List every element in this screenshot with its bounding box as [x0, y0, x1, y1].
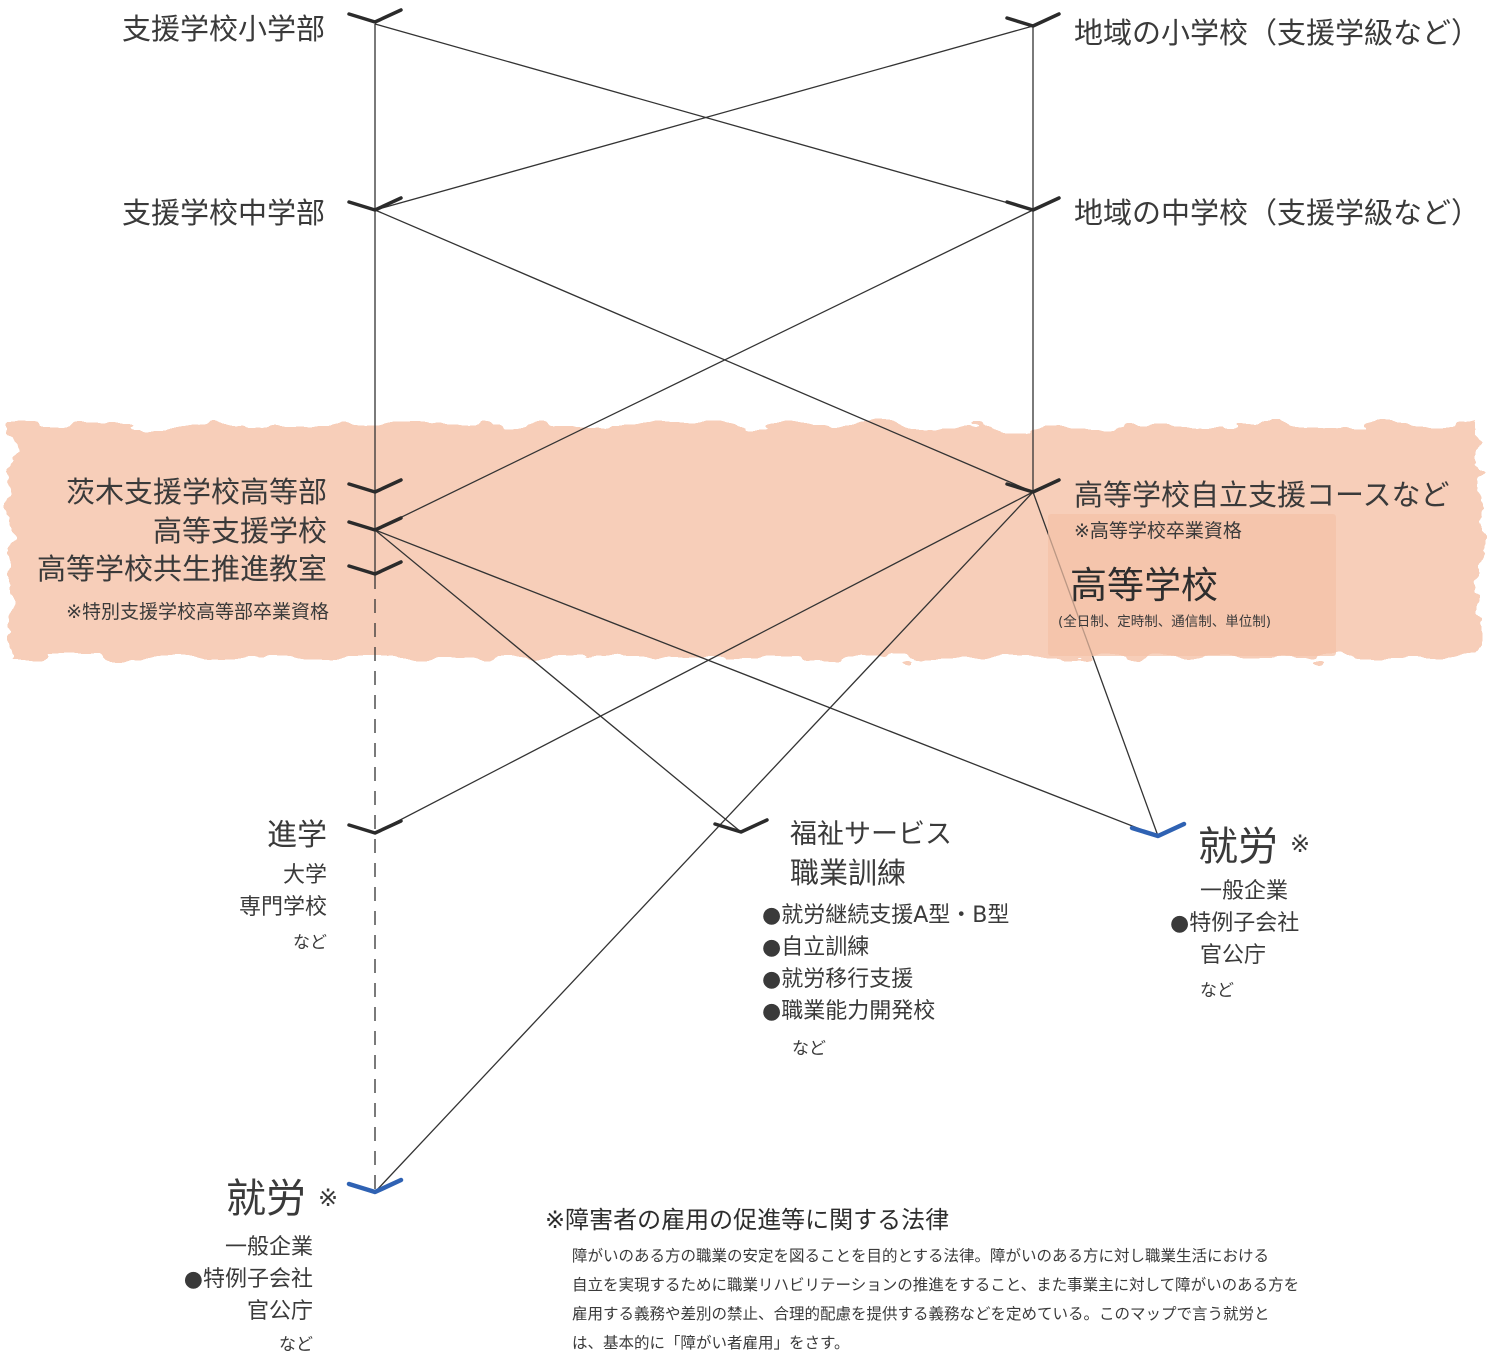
label-shien-shogakubu: 支援学校小学部: [121, 12, 325, 46]
left-high-note: ※特別支援学校高等部卒業資格: [66, 601, 329, 623]
node-chevron: [1005, 12, 1061, 28]
node-chevron: [347, 819, 403, 835]
footnote-line: 自立を実現するために職業リハビリテーションの推進をすること、また事業主に対して障…: [572, 1276, 1300, 1294]
node-chevron: [1005, 196, 1061, 212]
footnote-line: 障がいのある方の職業の安定を図ることを目的とする法律。障がいのある方に対し職業生…: [572, 1247, 1270, 1265]
dest-shuro-right-title: 就労: [1198, 824, 1278, 870]
koko-title: 高等学校: [1070, 564, 1218, 607]
dest-fukushi-title: 福祉サービス: [790, 819, 952, 850]
shuro-bottom-item: 官公庁: [246, 1299, 313, 1324]
shuro-right-item: 特例子会社: [1170, 908, 1299, 940]
fukushi-etc: など: [792, 1039, 826, 1059]
shuro-bottom-item: 一般企業: [224, 1235, 313, 1260]
node-chevron: [347, 478, 403, 494]
shingaku-item: 専門学校: [238, 895, 327, 920]
shingaku-item: など: [293, 933, 327, 953]
node-chevron-blue: [346, 1177, 404, 1195]
label-shien-chugakubu: 支援学校中学部: [121, 196, 325, 230]
right-high-note: ※高等学校卒業資格: [1074, 520, 1242, 542]
shuro-right-item: 一般企業: [1200, 879, 1289, 904]
connector-line: [374, 209, 1034, 531]
fukushi-item: 就労移行支援: [762, 964, 913, 996]
footnote-line: は、基本的に「障がい者雇用」をさす。: [572, 1334, 850, 1352]
fukushi-item: 自立訓練: [762, 932, 869, 964]
fukushi-item: 就労継続支援A型・B型: [762, 900, 1009, 932]
node-chevron: [347, 196, 403, 212]
fukushi-item: 職業能力開発校: [762, 996, 935, 1028]
dest-shingaku-title: 進学: [267, 818, 327, 853]
node-chevron: [347, 516, 403, 532]
connector-line: [374, 529, 1159, 837]
connector-line: [374, 25, 1034, 211]
connector-line: [374, 529, 742, 833]
connector-line: [374, 491, 1034, 834]
shingaku-item: 大学: [282, 863, 327, 888]
shuro-bottom-item: 特例子会社: [184, 1264, 313, 1296]
connector-line: [374, 491, 1034, 1193]
dest-shokugyo-kunren: 職業訓練: [790, 856, 907, 890]
shuro-right-item: など: [1200, 981, 1234, 1001]
label-ibaraki-kotobu: 茨木支援学校高等部: [65, 475, 327, 509]
node-chevron: [347, 8, 403, 24]
koko-box: [1048, 514, 1336, 656]
koko-subtitle: (全日制、定時制、通信制、単位制): [1058, 614, 1272, 630]
connector-line: [374, 209, 1034, 493]
footnote-line: 雇用する義務や差別の禁止、合理的配慮を提供する義務などを定めている。このマップで…: [572, 1305, 1270, 1323]
footnote-title: ※障害者の雇用の促進等に関する法律: [545, 1206, 950, 1234]
footnote-body: 障がいのある方の職業の安定を図ることを目的とする法律。障がいのある方に対し職業生…: [572, 1242, 1432, 1358]
shuro-right-mark: ※: [1290, 830, 1311, 858]
node-chevron: [713, 818, 769, 834]
label-chiiki-shogakko: 地域の小学校（支援学級など）: [1074, 16, 1481, 50]
label-jiritsu-course: 高等学校自立支援コースなど: [1074, 478, 1450, 512]
shuro-bottom-item: など: [279, 1335, 313, 1355]
label-koto-shien: 高等支援学校: [152, 514, 327, 548]
label-kyosei-suishin: 高等学校共生推進教室: [36, 552, 327, 586]
label-chiiki-chugakko: 地域の中学校（支援学級など）: [1074, 196, 1481, 230]
node-chevron-blue: [1129, 821, 1187, 839]
connector-line: [374, 23, 1034, 211]
node-chevron: [1005, 478, 1061, 494]
dest-shuro-bottom-title: 就労: [226, 1176, 306, 1222]
node-chevron: [347, 560, 403, 576]
shuro-bottom-mark: ※: [318, 1184, 339, 1212]
shuro-right-item: 官公庁: [1200, 943, 1267, 968]
